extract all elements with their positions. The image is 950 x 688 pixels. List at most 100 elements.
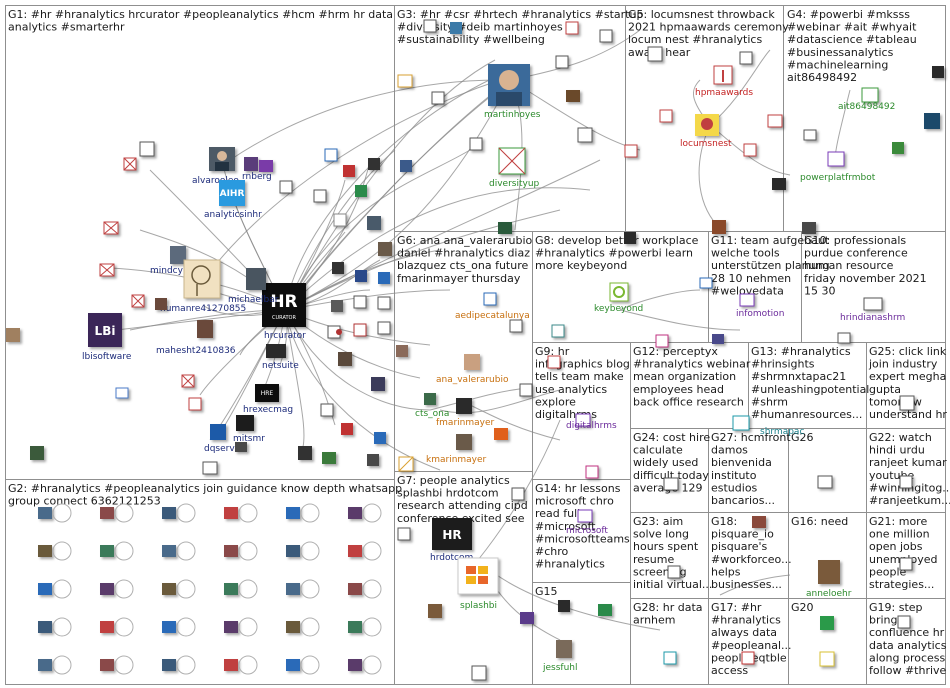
g15-minor-nodes xyxy=(558,600,612,616)
g2-node[interactable] xyxy=(162,507,176,519)
group-label-line: #unleashingpotential xyxy=(751,383,869,396)
g2-node[interactable] xyxy=(38,507,52,519)
g2-node[interactable] xyxy=(286,545,300,557)
hrindianashrm-node[interactable] xyxy=(863,297,883,311)
svg-text:HRE: HRE xyxy=(261,390,274,397)
g2-node[interactable] xyxy=(348,659,362,671)
analyticsinhr-node[interactable]: AIHR xyxy=(219,180,245,206)
jessfuhl-label: jessfuhl xyxy=(542,663,578,673)
group-label-line: instituto xyxy=(711,469,757,482)
fmarinmayer-node[interactable] xyxy=(456,398,472,414)
aedipecatalunya-node[interactable] xyxy=(483,292,497,306)
aedipecatalunya-label: aedipecatalunya xyxy=(455,311,530,321)
group-label-line: resume xyxy=(633,553,674,566)
hrcurator-node[interactable]: HR CURATOR xyxy=(262,283,306,327)
group-label-line: #hranalytics xyxy=(711,614,781,627)
group-label-line: difficult today xyxy=(633,469,709,482)
michaelbar-node[interactable] xyxy=(246,268,266,290)
infomotion-node[interactable] xyxy=(739,293,755,307)
g2-node[interactable] xyxy=(38,545,52,557)
g2-node[interactable] xyxy=(286,659,300,671)
g2-node[interactable] xyxy=(224,507,238,519)
group-label-line: open jobs xyxy=(869,540,923,553)
mindcy-node[interactable] xyxy=(170,246,186,264)
g2-node[interactable] xyxy=(100,583,114,595)
g2-node[interactable] xyxy=(162,545,176,557)
lbisoftware-node[interactable]: LBi xyxy=(88,313,122,347)
group-label-line: #businessanalytics xyxy=(787,46,894,59)
g7-minor-nodes xyxy=(397,487,534,681)
g2-node[interactable] xyxy=(348,621,362,633)
g2-node[interactable] xyxy=(348,545,362,557)
dqserv-node[interactable] xyxy=(210,424,226,440)
hrdotcom-node[interactable]: HR xyxy=(432,518,472,550)
group-label-line: blazquez cts_ona future xyxy=(397,259,528,272)
g2-node[interactable] xyxy=(100,545,114,557)
g2-node[interactable] xyxy=(348,507,362,519)
humanre41270855-node[interactable] xyxy=(183,259,221,299)
g2-node[interactable] xyxy=(224,583,238,595)
keybeyond-node[interactable] xyxy=(609,282,629,302)
g2-node[interactable] xyxy=(224,659,238,671)
group-label-line: employees head xyxy=(633,383,724,396)
group-label-line: #peopleanal... xyxy=(711,639,792,652)
g2-node[interactable] xyxy=(286,621,300,633)
microsoft-node[interactable] xyxy=(577,509,593,523)
group-label-line: hindi urdu xyxy=(869,444,925,457)
fmarinmayer-label: fmarinmayer xyxy=(436,418,495,428)
g2-node[interactable] xyxy=(286,583,300,595)
diversityup-node[interactable] xyxy=(498,147,526,175)
group-label-line: analytics #smarterhr xyxy=(8,21,125,34)
cts_ona-label: cts_ona xyxy=(415,409,449,419)
g2-self-loop xyxy=(300,655,320,675)
g2-self-loop xyxy=(362,503,382,523)
jessfuhl-node[interactable] xyxy=(556,640,572,658)
ana_valerarubio-node[interactable] xyxy=(464,354,480,370)
group-label-line: widely used xyxy=(633,456,698,469)
group-label-line: #ranjeetkum... xyxy=(869,494,950,507)
powerplatfrmbot-node[interactable] xyxy=(827,151,845,167)
kmarinmayer-node[interactable] xyxy=(456,434,472,450)
shrmapac-node[interactable] xyxy=(732,415,750,431)
g2-self-loop xyxy=(176,579,196,599)
g2-node[interactable] xyxy=(38,583,52,595)
group-label-line: one million xyxy=(869,528,930,541)
digitalhrms-node[interactable] xyxy=(575,413,591,427)
group-label-line: #welovedata xyxy=(711,284,784,297)
g2-node[interactable] xyxy=(224,621,238,633)
g2-node[interactable] xyxy=(348,583,362,595)
martinhoyes-node[interactable] xyxy=(488,64,530,106)
g2-node[interactable] xyxy=(162,583,176,595)
g2-node[interactable] xyxy=(162,659,176,671)
netsuite-node[interactable] xyxy=(266,344,286,358)
g2-node[interactable] xyxy=(100,621,114,633)
group-box-g19 xyxy=(866,598,946,685)
g2-node[interactable] xyxy=(162,621,176,633)
g2-node[interactable] xyxy=(38,659,52,671)
group-label-g2: G2: #hranalytics #peopleanalytics join g… xyxy=(8,482,402,508)
hrexecmag-node[interactable]: HRE xyxy=(255,384,279,402)
cts_ona-node[interactable] xyxy=(424,393,436,405)
group-label-line: always data xyxy=(711,626,777,639)
g2-self-loop xyxy=(300,579,320,599)
rnberg-node[interactable] xyxy=(244,157,258,171)
g2-node[interactable] xyxy=(100,659,114,671)
g2-node[interactable] xyxy=(286,507,300,519)
group-label-line: bancarios... xyxy=(711,494,775,507)
g2-node[interactable] xyxy=(224,545,238,557)
alvarooleo-node[interactable] xyxy=(209,147,235,171)
g2-node[interactable] xyxy=(100,507,114,519)
mitsmr-node[interactable] xyxy=(236,415,254,431)
ait86498492-node[interactable] xyxy=(861,87,879,103)
anneloehr-node[interactable] xyxy=(818,560,840,584)
g2-node[interactable] xyxy=(38,621,52,633)
group-label-line: research attending cipd xyxy=(397,499,528,512)
splashbi-node[interactable] xyxy=(457,557,499,595)
hpmaawards-node[interactable] xyxy=(713,65,733,85)
group-label-g26: G26 xyxy=(791,431,814,444)
locumsnest-node[interactable] xyxy=(695,114,719,136)
mahesht2410836-node[interactable] xyxy=(197,320,213,338)
g2-self-loop xyxy=(300,617,320,637)
group-label-line: G14: hr lessons xyxy=(535,482,621,495)
